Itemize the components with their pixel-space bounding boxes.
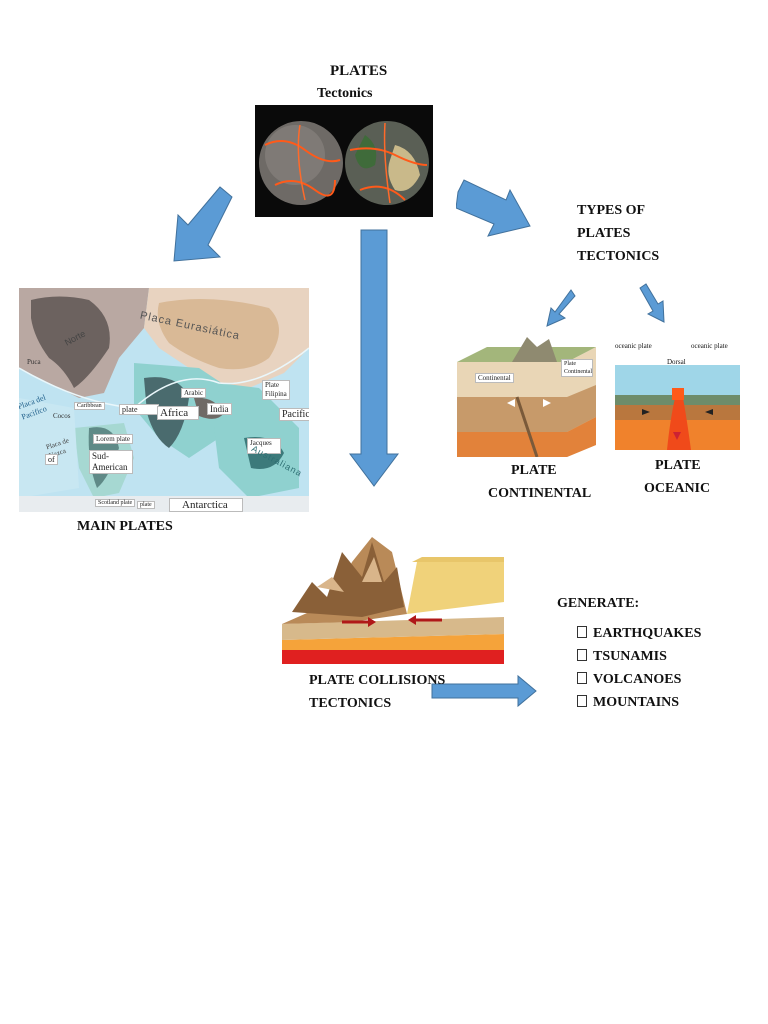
arrow-to-oceanic: [639, 283, 665, 323]
continental-diagram-label-left: Continental: [475, 373, 514, 383]
label-india: India: [207, 403, 232, 415]
globe-right: [345, 121, 429, 205]
oceanic-diagram-label-left: oceanic plate: [615, 342, 652, 350]
types-heading-line1: TYPES OF: [577, 203, 646, 218]
arrow-to-types: [456, 179, 531, 237]
oceanic-caption-line1: PLATE: [655, 458, 701, 473]
label-pacific: Pacific: [279, 408, 309, 421]
label-arabic: Arabic: [181, 388, 207, 398]
collisions-caption-line2: TECTONICS: [309, 696, 392, 711]
types-heading-line2: PLATES: [577, 226, 631, 241]
label-africa: Africa: [157, 406, 200, 420]
generate-item: EARTHQUAKES: [577, 622, 701, 645]
label-scotland-plate: Scotland plate: [95, 499, 136, 507]
title-tectonics: Tectonics: [317, 86, 373, 101]
types-heading-line3: TECTONICS: [577, 249, 660, 264]
oceanic-diagram-label-right: oceanic plate: [691, 342, 728, 350]
collisions-caption-line1: PLATE COLLISIONS: [309, 673, 446, 688]
label-cocos: Cocos: [53, 412, 71, 420]
generate-item: MOUNTAINS: [577, 691, 701, 714]
plate-collision-diagram: [272, 522, 504, 664]
label-caribbean: Caribbean: [74, 402, 105, 410]
checkbox-bullet-icon: [577, 649, 587, 661]
oceanic-caption-line2: OCEANIC: [644, 481, 711, 496]
label-plate: plate: [119, 404, 159, 415]
generate-item: VOLCANOES: [577, 668, 701, 691]
continental-caption-line2: CONTINENTAL: [488, 486, 592, 501]
generate-heading: GENERATE:: [557, 596, 640, 611]
arrow-to-main-plates: [173, 186, 233, 262]
checkbox-bullet-icon: [577, 672, 587, 684]
continental-plate-diagram: Continental Plate Continental: [457, 337, 596, 457]
label-plate-small: plate: [137, 501, 155, 509]
arrow-to-collisions: [349, 229, 399, 487]
plates-world-map: Placa Eurasiática Norte Puca Caribbean C…: [19, 288, 309, 512]
continental-diagram-label-right: Plate Continental: [561, 359, 593, 377]
label-jacques: Jacques: [247, 438, 281, 454]
earth-globes-image: [255, 105, 433, 217]
arrow-to-generate: [431, 674, 537, 708]
generate-list: EARTHQUAKES TSUNAMIS VOLCANOES MOUNTAINS: [577, 622, 701, 714]
checkbox-bullet-icon: [577, 626, 587, 638]
main-plates-caption: MAIN PLATES: [77, 519, 173, 534]
label-lorem-plate: Lorem plate: [93, 434, 134, 444]
checkbox-bullet-icon: [577, 695, 587, 707]
oceanic-plate-diagram: oceanic plate Dorsal oceanic plate: [615, 340, 740, 450]
label-sud-american: Sud-American: [89, 450, 133, 474]
label-puca: Puca: [27, 358, 41, 366]
title-plates: PLATES: [330, 63, 388, 79]
generate-item: TSUNAMIS: [577, 645, 701, 668]
label-plate-filipina: Plate Filipina: [262, 380, 290, 400]
oceanic-diagram-label-dorsal: Dorsal: [667, 358, 686, 366]
arrow-to-continental: [546, 289, 576, 327]
label-of: of: [45, 454, 58, 465]
label-antarctica: Antarctica: [169, 498, 243, 512]
globe-left: [259, 121, 343, 205]
continental-caption-line1: PLATE: [511, 463, 557, 478]
